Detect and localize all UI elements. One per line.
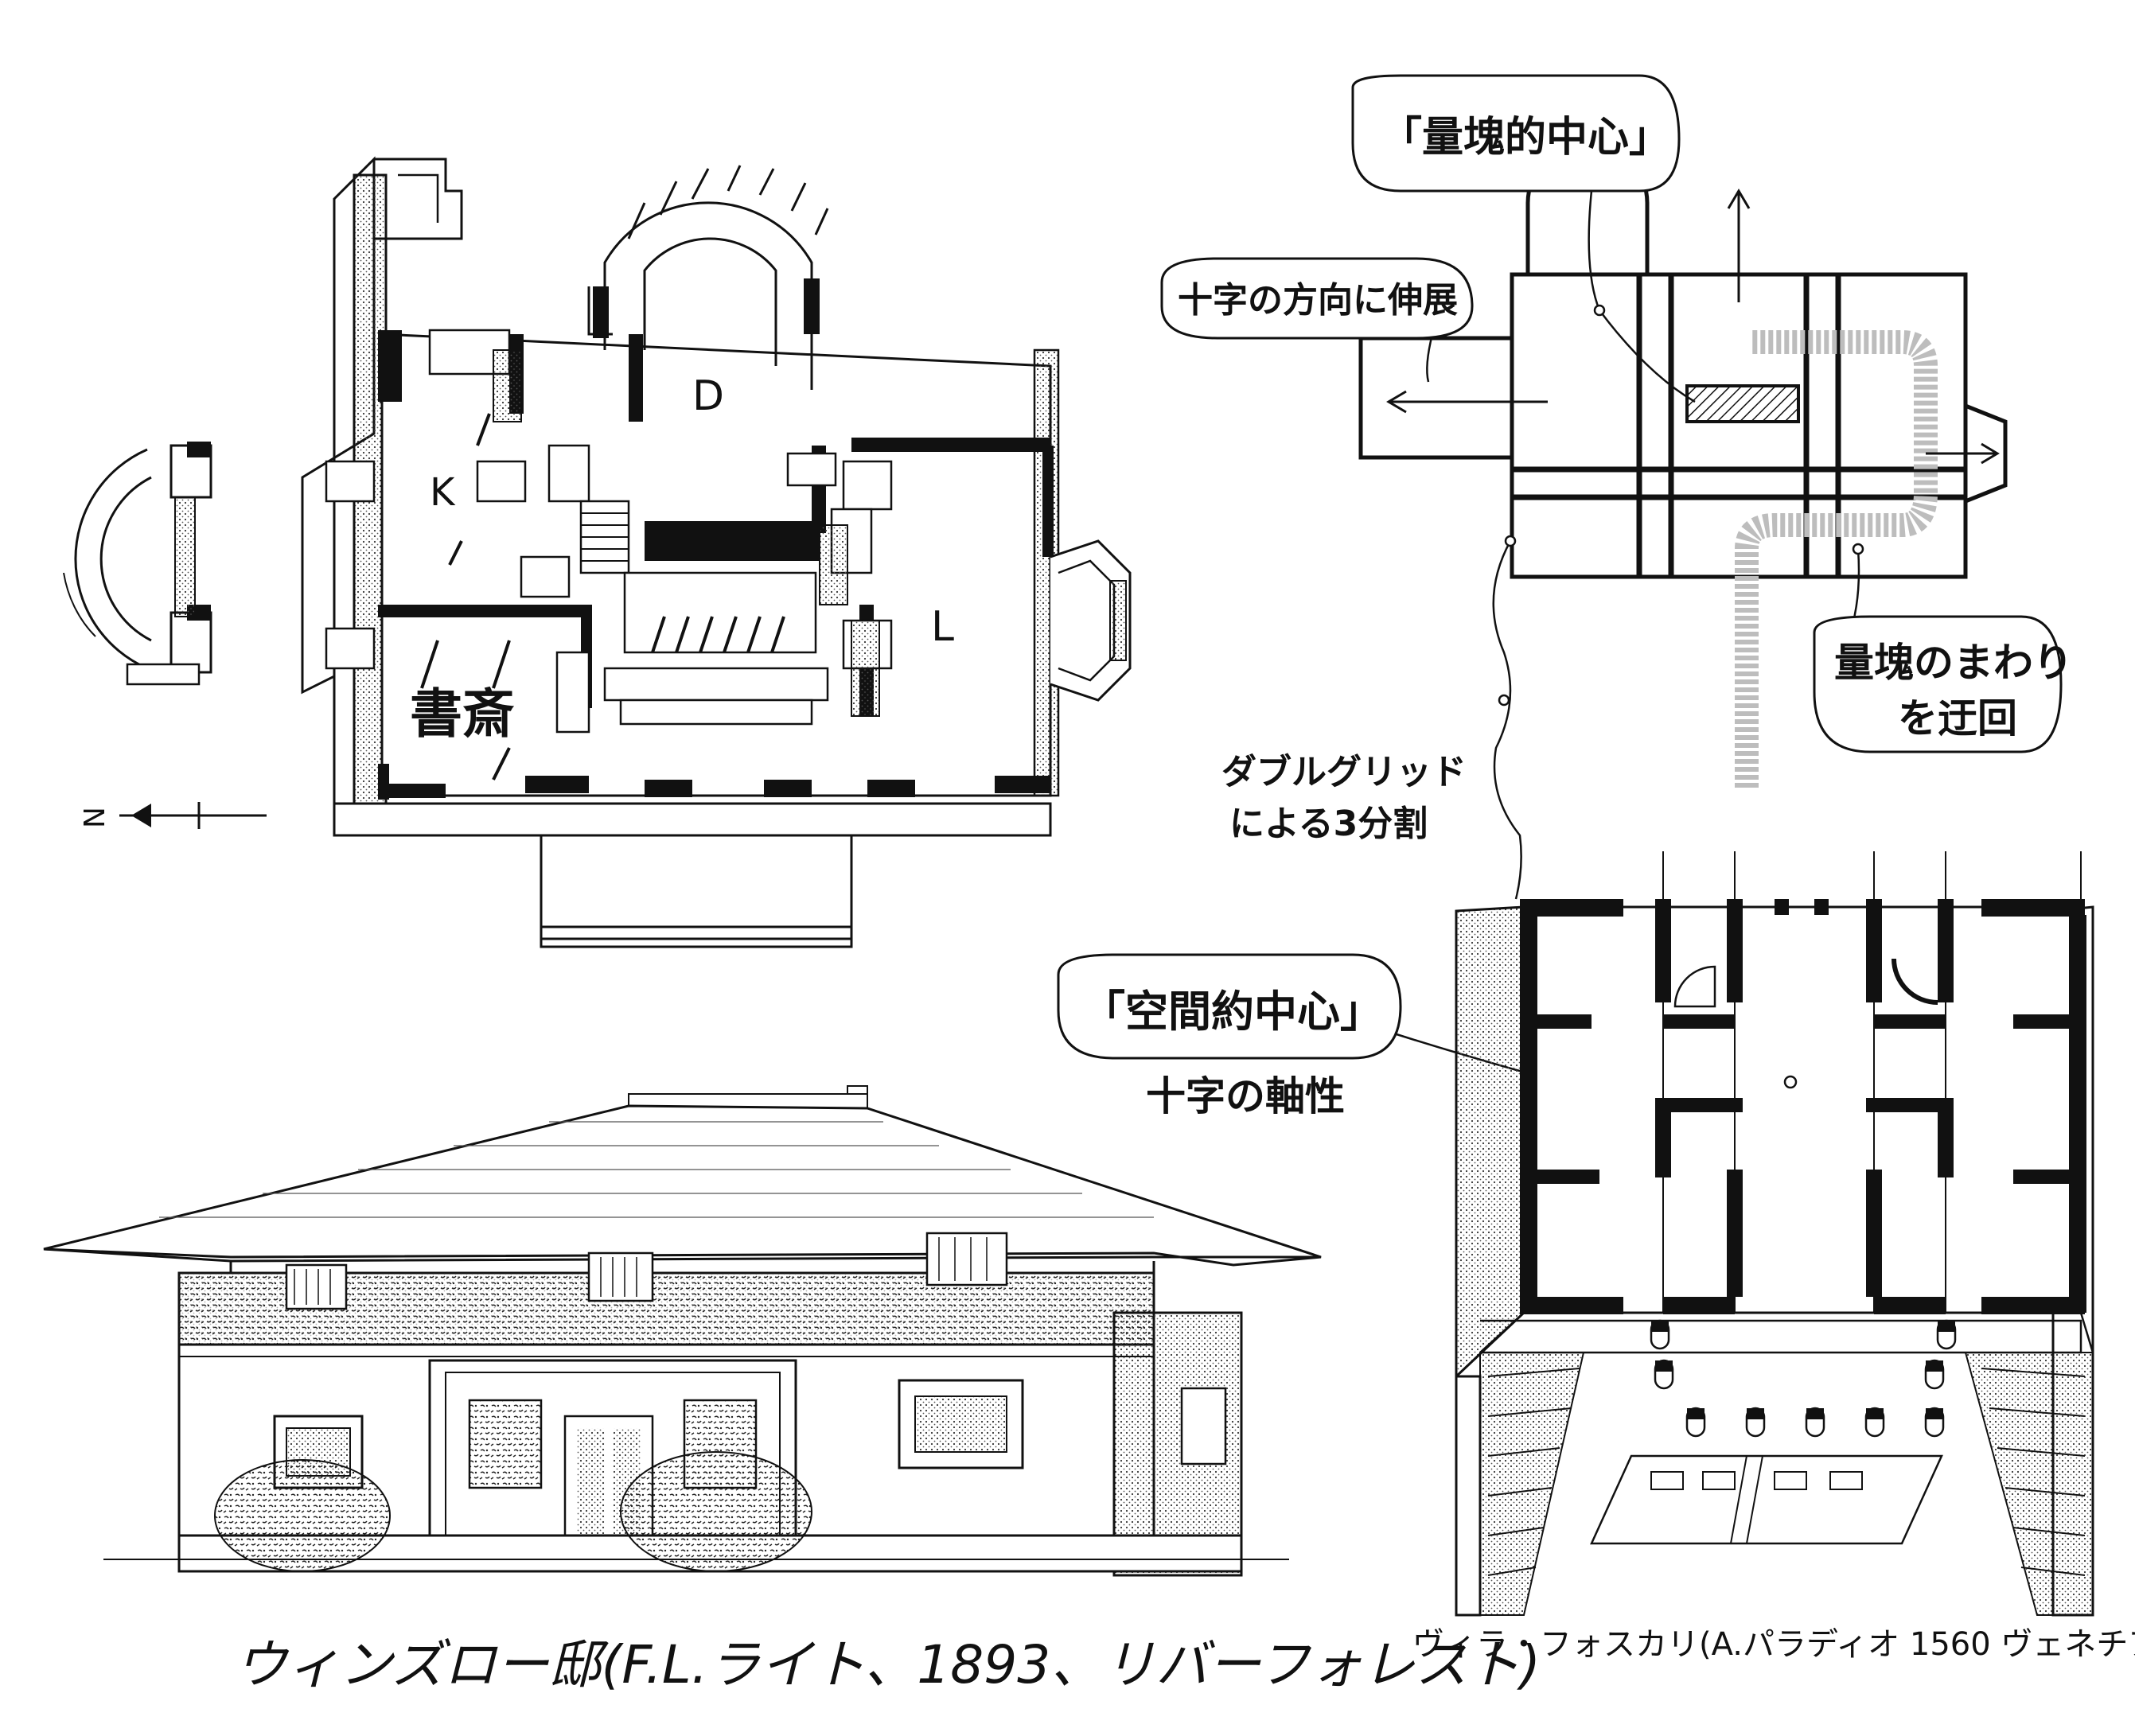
mass-center-label: 「量塊的中心」	[1381, 114, 1670, 162]
shrub-left	[214, 1459, 391, 1572]
portico-columns	[1650, 1319, 1957, 1438]
entry-terrace	[540, 835, 853, 948]
room-kitchen-label: K	[430, 470, 456, 515]
winslow-elevation	[43, 1085, 1322, 1577]
main-mass	[1510, 272, 1968, 579]
caption-foscari: ヴィラ・フォスカリ(A.パラディオ 1560 ヴェネチア)	[1412, 1626, 2135, 1663]
hearth-recess	[623, 571, 817, 654]
bubble-mass-center	[1351, 74, 1681, 193]
hip-roof	[43, 1104, 1322, 1267]
double-grid	[1512, 274, 1966, 577]
room-study-label: 書斎	[410, 683, 515, 745]
apse-piers	[627, 165, 829, 239]
spatial-center-label: 「空間約中心」	[1082, 987, 1383, 1037]
north-arrow: N	[79, 802, 267, 829]
upper-windows	[285, 1232, 1008, 1310]
winslow-plan: K D L 書斎 N	[79, 156, 1132, 948]
bubble-around-mass	[1813, 615, 2063, 753]
north-label: N	[79, 807, 111, 828]
concept-diagram: 「量塊的中心」 十字の方向に伸展 量塊のまわり を迂回 ダブルグリッド による3…	[1057, 74, 2073, 1119]
double-grid-line1: ダブルグリッド	[1221, 752, 1467, 792]
around-mass-line2: を迂回	[1898, 695, 2017, 741]
foscari-plan	[1455, 851, 2094, 1617]
villa-walls	[1520, 899, 2086, 1314]
south-base	[333, 802, 1052, 837]
caption-winslow: ウィンズロー邸(F.L.ライト、1893、リバーフォレスト)	[235, 1634, 1541, 1695]
cross-axis-label: 十字の軸性	[1146, 1073, 1345, 1119]
cross-extension-label: 十字の方向に伸展	[1178, 280, 1458, 321]
stable-semicircle	[63, 442, 212, 686]
podium	[1590, 1454, 1943, 1545]
around-mass-line1: 量塊のまわり	[1834, 640, 2073, 686]
shrub-right	[620, 1451, 812, 1572]
side-bay	[1112, 1311, 1243, 1577]
west-extension	[1358, 336, 1514, 460]
dining-apse	[603, 201, 813, 390]
double-grid-line2: による3分割	[1229, 804, 1428, 844]
room-living-label: L	[931, 603, 954, 651]
circulation-path	[1735, 330, 1938, 788]
bubble-cross-extension	[1160, 257, 1474, 340]
villa-outline	[1522, 905, 2082, 1314]
stair-right	[1964, 1352, 2094, 1616]
stair-left	[1479, 1352, 1585, 1616]
mass-center	[1685, 384, 1800, 423]
room-dining-label: D	[692, 372, 724, 420]
bubble-spatial-center	[1057, 953, 1402, 1060]
